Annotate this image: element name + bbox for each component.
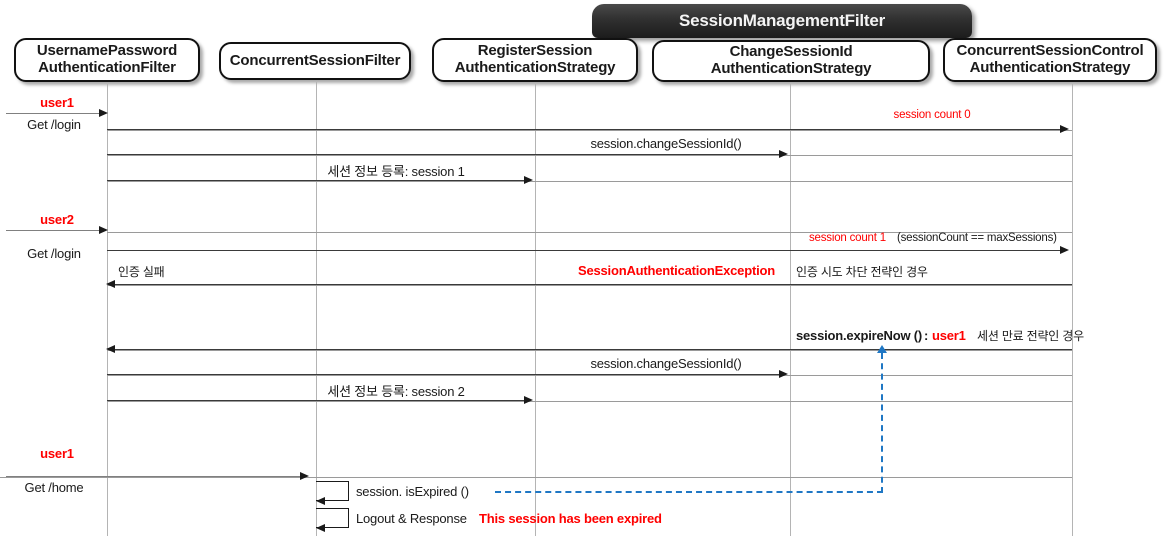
- message-label-register-session-2: 세션 정보 등록: session 2: [327, 384, 465, 399]
- arrowhead-left: [106, 345, 115, 353]
- participant-label-line2: AuthenticationStrategy: [969, 59, 1131, 76]
- lifeline-concurrent-session-filter: [316, 82, 317, 536]
- arrowhead-right: [99, 226, 108, 234]
- arrowhead-right: [524, 176, 533, 184]
- message-label-is-expired: session. isExpired (): [356, 484, 469, 499]
- participant-label-line1: ConcurrentSessionFilter: [229, 51, 401, 69]
- lifeline-username-password-authentication-filter: [107, 84, 108, 536]
- message-arrow-auth-fail: [115, 284, 1072, 285]
- message-arrow-user1-home: [6, 476, 302, 477]
- participant-concurrent-session-filter[interactable]: ConcurrentSessionFilter: [219, 42, 411, 80]
- row-separator: [107, 375, 1072, 376]
- participant-concurrent-session-control-authentication-strategy[interactable]: ConcurrentSessionControl AuthenticationS…: [943, 38, 1157, 82]
- arrowhead-right: [1060, 125, 1069, 133]
- arrowhead-right: [524, 396, 533, 404]
- participant-register-session-authentication-strategy[interactable]: RegisterSession AuthenticationStrategy: [432, 38, 638, 82]
- participant-change-session-id-authentication-strategy[interactable]: ChangeSessionId AuthenticationStrategy: [652, 40, 930, 82]
- message-label-session-authentication-exception: SessionAuthenticationException: [578, 263, 775, 278]
- arrowhead-left: [316, 524, 325, 532]
- participant-label-line1: ConcurrentSessionControl: [956, 42, 1144, 60]
- arrowhead-left: [106, 280, 115, 288]
- message-label-session-count-1-condition: (sessionCount == maxSessions): [897, 232, 1057, 244]
- group-header-label: SessionManagementFilter: [678, 11, 886, 30]
- participant-label-line2: AuthenticationStrategy: [454, 59, 616, 76]
- row-separator: [107, 155, 1072, 156]
- note-block-strategy: 인증 시도 차단 전략인 경우: [796, 265, 928, 279]
- message-arrow-user2-login: [6, 230, 101, 231]
- participant-label-line1: RegisterSession: [477, 42, 593, 60]
- row-separator: [107, 130, 1072, 131]
- message-arrow-expire-now-return: [115, 349, 1072, 350]
- arrowhead-left: [316, 497, 325, 505]
- message-label-user1-home-actor: user1: [40, 446, 74, 461]
- arrowhead-right: [99, 109, 108, 117]
- message-label-expire-now: session.expireNow (): [796, 328, 923, 343]
- lifeline-concurrent-session-control-authentication-strategy: [1072, 84, 1073, 536]
- message-label-session-count-0: session count 0: [893, 109, 971, 121]
- participant-label-line1: ChangeSessionId: [729, 43, 853, 61]
- group-header-session-management-filter: SessionManagementFilter: [592, 4, 972, 38]
- row-separator: [107, 232, 1072, 233]
- message-label-expire-now-user: user1: [932, 328, 966, 343]
- row-separator: [107, 401, 1072, 402]
- message-arrow-change-session-id-1: [107, 154, 783, 155]
- row-separator: [107, 350, 1072, 351]
- message-label-user2-login-request: Get /login: [27, 246, 81, 261]
- message-label-expire-now-colon: :: [924, 328, 929, 343]
- participant-label-line1: UsernamePassword: [36, 42, 178, 60]
- arrowhead-right: [779, 150, 788, 158]
- arrowhead-right: [779, 370, 788, 378]
- blue-dashed-return-vertical: [881, 353, 883, 493]
- message-arrow-change-session-id-2: [107, 374, 783, 375]
- message-label-user1-home-request: Get /home: [24, 480, 84, 495]
- message-label-expired-message: This session has been expired: [479, 511, 662, 526]
- message-label-change-session-id-1: session.changeSessionId(): [590, 136, 742, 151]
- message-arrow-register-session-2: [107, 400, 528, 401]
- row-separator: [107, 181, 1072, 182]
- message-arrow-session-count-1: [107, 250, 1064, 251]
- message-arrow-session-count-0: [107, 129, 1064, 130]
- lifeline-register-session-authentication-strategy: [535, 84, 536, 536]
- arrowhead-right: [300, 472, 309, 480]
- blue-arrowhead-up: [877, 345, 887, 353]
- message-label-user2-login-actor: user2: [40, 212, 74, 227]
- arrowhead-right: [1060, 246, 1069, 254]
- participant-label-line2: AuthenticationFilter: [38, 59, 176, 76]
- blue-dashed-return-horizontal: [495, 491, 883, 493]
- message-label-user1-login-actor: user1: [40, 95, 74, 110]
- row-separator: [107, 285, 1072, 286]
- message-arrow-user1-login: [6, 113, 101, 114]
- message-label-user1-login-request: Get /login: [27, 117, 81, 132]
- participant-username-password-authentication-filter[interactable]: UsernamePassword AuthenticationFilter: [14, 38, 200, 82]
- self-call-box-logout-response: [316, 508, 349, 528]
- note-expire-strategy: 세션 만료 전략인 경우: [977, 329, 1084, 343]
- message-label-logout-response: Logout & Response: [356, 511, 467, 526]
- message-label-change-session-id-2: session.changeSessionId(): [590, 356, 742, 371]
- participant-label-line2: AuthenticationStrategy: [710, 60, 872, 77]
- message-label-register-session-1: 세션 정보 등록: session 1: [327, 164, 465, 179]
- message-label-auth-fail: 인증 실패: [118, 265, 165, 279]
- row-separator: [0, 477, 1072, 478]
- message-label-session-count-1: session count 1: [809, 232, 886, 244]
- lifeline-change-session-id-authentication-strategy: [790, 84, 791, 536]
- self-call-box-is-expired: [316, 481, 349, 501]
- message-arrow-register-session-1: [107, 180, 528, 181]
